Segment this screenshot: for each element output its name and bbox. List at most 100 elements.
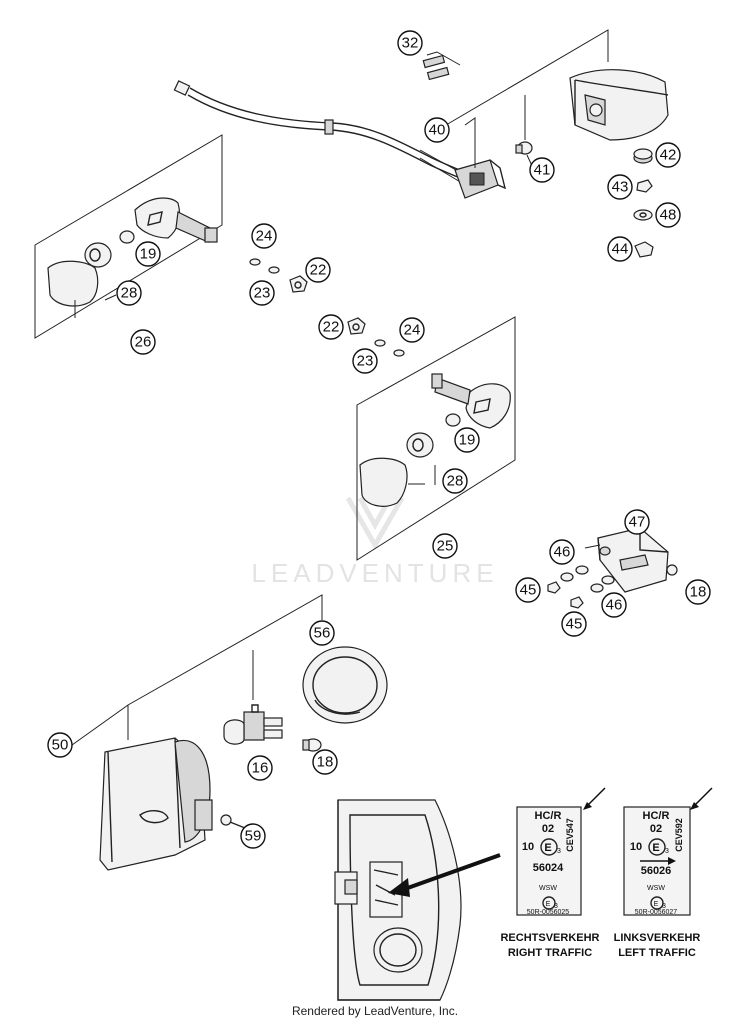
label-right-traffic: HC/R 02 10 E 3 56024 WSW E 3 50R-0056025… <box>500 787 606 959</box>
svg-text:16: 16 <box>252 760 269 777</box>
label-left-markno: 3 <box>665 848 669 855</box>
callout[interactable]: 28 <box>116 280 142 306</box>
bulb-41 <box>515 141 533 155</box>
callout[interactable]: 40 <box>424 117 450 143</box>
callout[interactable]: 45 <box>515 577 541 603</box>
svg-text:23: 23 <box>254 285 271 302</box>
callout[interactable]: 22 <box>305 257 331 283</box>
label-right-prefix: 10 <box>522 841 534 853</box>
label-right-caption-en: RIGHT TRAFFIC <box>508 947 592 959</box>
svg-text:40: 40 <box>429 122 446 139</box>
label-left-prefix: 10 <box>630 841 642 853</box>
svg-text:45: 45 <box>566 616 583 633</box>
svg-text:22: 22 <box>323 319 340 336</box>
small-parts-right <box>347 317 405 357</box>
callout[interactable]: 56 <box>309 620 335 646</box>
label-right-side: CEV547 <box>565 818 575 852</box>
label-right-num: 02 <box>542 823 554 835</box>
inset-detail <box>334 799 501 1001</box>
washer-48 <box>633 209 653 221</box>
label-left-caption-de: LINKSVERKEHR <box>614 932 701 944</box>
label-right-ring: E <box>546 901 551 908</box>
svg-text:19: 19 <box>459 432 476 449</box>
nut-44 <box>634 241 654 258</box>
label-left-caption-en: LEFT TRAFFIC <box>618 947 696 959</box>
label-left-approval: 56026 <box>641 865 672 877</box>
callout[interactable]: 24 <box>251 223 277 249</box>
callout[interactable]: 28 <box>442 468 468 494</box>
watermark: LEADVENTURE <box>251 496 498 588</box>
svg-text:56: 56 <box>314 625 331 642</box>
callout[interactable]: 50 <box>47 732 73 758</box>
svg-text:25: 25 <box>437 538 454 555</box>
label-left-small2: 50R-0056027 <box>635 909 678 916</box>
label-right-caption-de: RECHTSVERKEHR <box>500 932 599 944</box>
leader-lines-top <box>426 29 609 169</box>
svg-text:32: 32 <box>402 35 419 52</box>
label-right-approval: 56024 <box>533 862 564 874</box>
footer-credit: Rendered by LeadVenture, Inc. <box>291 1004 459 1018</box>
label-left-mark: E <box>652 842 659 854</box>
label-right-markno: 3 <box>557 848 561 855</box>
headlight-assembly <box>71 594 323 871</box>
svg-text:46: 46 <box>606 597 623 614</box>
svg-text:26: 26 <box>135 334 152 351</box>
callout[interactable]: 24 <box>399 317 425 343</box>
callout[interactable]: 16 <box>247 755 273 781</box>
label-right-small2: 50R-0056025 <box>527 909 570 916</box>
turn-signal-assembly-right <box>356 316 516 561</box>
wiring-harness <box>173 80 468 184</box>
callout[interactable]: 45 <box>561 611 587 637</box>
svg-text:22: 22 <box>310 262 327 279</box>
svg-text:50: 50 <box>52 737 69 754</box>
svg-text:45: 45 <box>520 582 537 599</box>
svg-text:28: 28 <box>121 285 138 302</box>
callout[interactable]: 19 <box>135 241 161 267</box>
callout[interactable]: 18 <box>312 749 338 775</box>
callout[interactable]: 26 <box>130 329 156 355</box>
label-left-traffic: HC/R 02 10 E 3 56026 WSW E 3 50R-0056027… <box>614 787 713 959</box>
callouts: 32 40 41 42 43 48 44 19 24 22 23 28 26 2… <box>47 30 711 849</box>
rubber-bushing-42 <box>633 148 653 164</box>
turn-signal-assembly-left <box>34 134 223 339</box>
label-left-small1: WSW <box>647 885 665 892</box>
label-left-num: 02 <box>650 823 662 835</box>
callout[interactable]: 46 <box>549 539 575 565</box>
watermark-text: LEADVENTURE <box>251 558 498 588</box>
label-right-mark: E <box>544 842 551 854</box>
callout[interactable]: 42 <box>655 142 681 168</box>
label-right-code: HC/R <box>535 810 562 822</box>
svg-text:28: 28 <box>447 473 464 490</box>
tail-light-housing <box>569 69 669 141</box>
callout[interactable]: 46 <box>601 592 627 618</box>
callout[interactable]: 23 <box>249 280 275 306</box>
svg-text:23: 23 <box>357 353 374 370</box>
svg-text:24: 24 <box>404 322 421 339</box>
label-left-ring: E <box>654 901 659 908</box>
svg-text:48: 48 <box>660 207 677 224</box>
svg-text:19: 19 <box>140 246 157 263</box>
svg-text:18: 18 <box>317 754 334 771</box>
headlight-ring-56 <box>302 646 388 724</box>
svg-text:41: 41 <box>534 162 551 179</box>
svg-text:18: 18 <box>690 584 707 601</box>
label-left-ringno: 3 <box>662 903 666 910</box>
callout[interactable]: 18 <box>685 579 711 605</box>
callout[interactable]: 48 <box>655 202 681 228</box>
callout[interactable]: 19 <box>454 427 480 453</box>
callout[interactable]: 41 <box>529 157 555 183</box>
callout[interactable]: 47 <box>624 509 650 535</box>
headlight-bulb-16 <box>223 704 283 745</box>
label-right-ringno: 3 <box>554 903 558 910</box>
callout[interactable]: 43 <box>607 174 633 200</box>
label-right-small1: WSW <box>539 885 557 892</box>
callout[interactable]: 25 <box>432 533 458 559</box>
callout[interactable]: 32 <box>397 30 423 56</box>
callout[interactable]: 22 <box>318 314 344 340</box>
callout[interactable]: 23 <box>352 348 378 374</box>
callout[interactable]: 59 <box>240 823 266 849</box>
svg-text:42: 42 <box>660 147 677 164</box>
callout[interactable]: 44 <box>607 236 633 262</box>
svg-text:46: 46 <box>554 544 571 561</box>
